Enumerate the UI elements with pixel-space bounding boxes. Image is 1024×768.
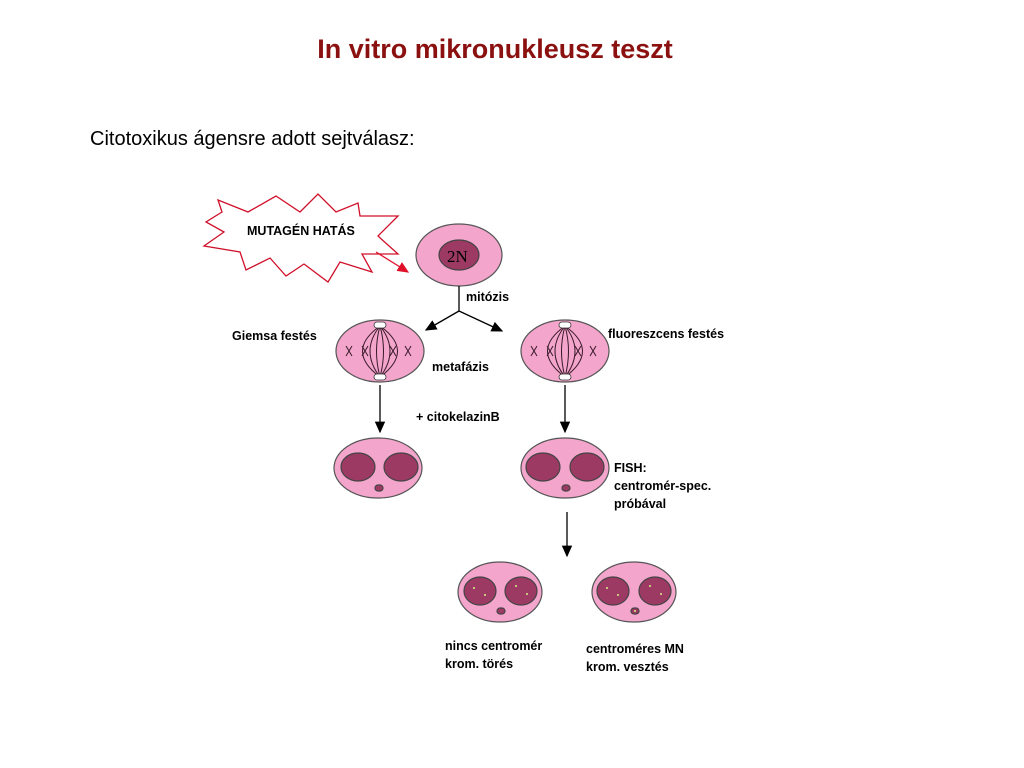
diploid-cell: 2N: [415, 223, 503, 287]
centromere-mn-label: centroméres MN krom. vesztés: [586, 642, 687, 674]
page-title: In vitro mikronukleusz teszt: [317, 34, 673, 64]
centromere-mn-line-2: krom. vesztés: [586, 660, 669, 674]
mitosis-arrows: [424, 286, 504, 332]
no-centromere-line-1: nincs centromér: [445, 639, 542, 653]
binucleated-cell-left: [333, 437, 423, 499]
giemsa-label: Giemsa festés: [232, 329, 317, 343]
fluorescent-label: fluoreszcens festés: [608, 327, 724, 341]
mutagen-burst: MUTAGÉN HATÁS: [202, 193, 410, 283]
fish-line-1: FISH:: [614, 461, 647, 475]
no-centromere-label: nincs centromér krom. törés: [445, 639, 546, 671]
metaphase-cell-left: [335, 319, 425, 383]
fish-line-3: próbával: [614, 497, 666, 511]
burst-arrow: [375, 251, 410, 273]
centromere-mn-line-1: centroméres MN: [586, 642, 684, 656]
cytochalasin-label: + citokelazinB: [416, 410, 500, 424]
metaphase-label: metafázis: [432, 360, 489, 374]
fish-line-2: centromér-spec.: [614, 479, 711, 493]
outcome-cell-centromere-mn: [591, 561, 677, 623]
metaphase-cell-right: [520, 319, 610, 383]
fish-label: FISH: centromér-spec. próbával: [614, 461, 715, 511]
cell-label-2n: 2N: [447, 247, 468, 266]
page-subtitle: Citotoxikus ágensre adott sejtválasz:: [90, 128, 415, 150]
binucleated-cell-right: [520, 437, 610, 499]
mitosis-label: mitózis: [466, 290, 509, 304]
no-centromere-line-2: krom. törés: [445, 657, 513, 671]
burst-label: MUTAGÉN HATÁS: [247, 223, 355, 238]
outcome-cell-no-centromere: [457, 561, 543, 623]
